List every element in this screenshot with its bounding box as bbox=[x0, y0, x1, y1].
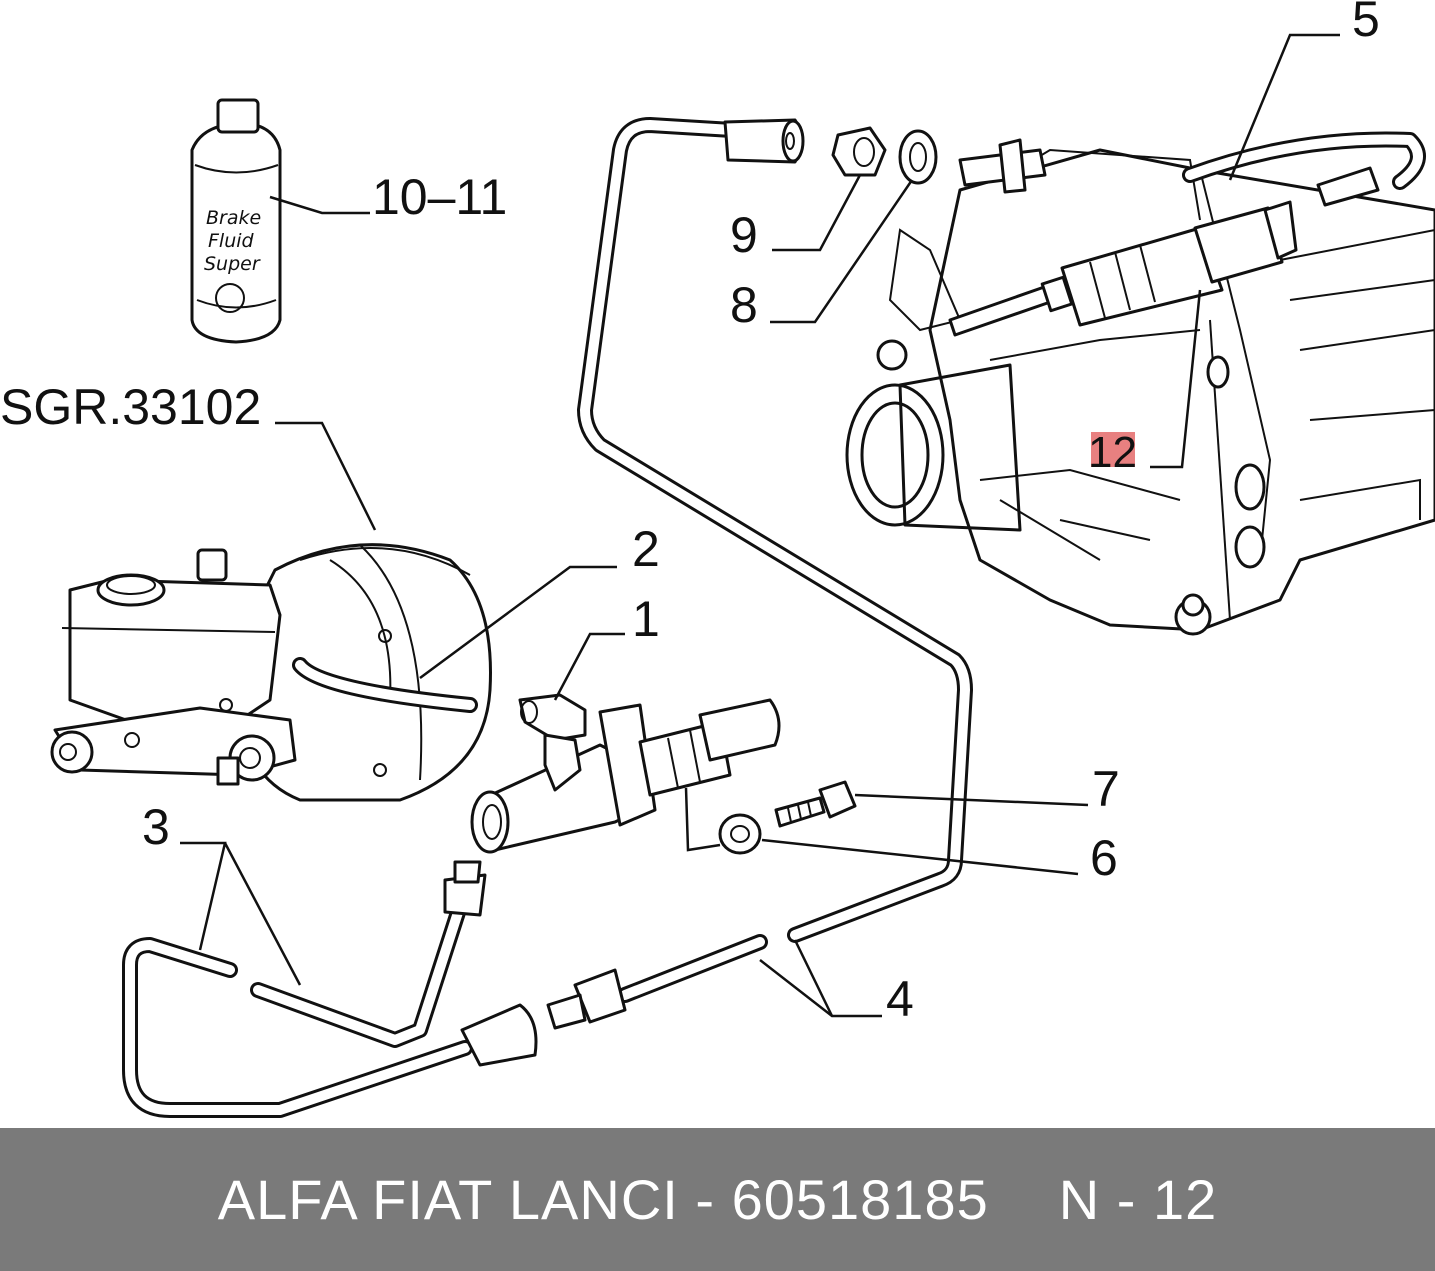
bottle-label-line3: Super bbox=[204, 253, 261, 275]
bottle-label-line2: Fluid bbox=[208, 230, 255, 252]
hydraulic-pipe-4 bbox=[546, 934, 768, 1030]
callout-4: 4 bbox=[886, 971, 914, 1027]
callout-12: 12 bbox=[1088, 428, 1137, 477]
footer-reference: N - 12 bbox=[1058, 1168, 1218, 1231]
callout-8: 8 bbox=[730, 277, 758, 333]
nut-9 bbox=[831, 126, 887, 177]
brake-booster bbox=[238, 543, 492, 802]
slave-cylinder bbox=[948, 131, 1426, 337]
hydraulic-pipe-3 bbox=[122, 860, 538, 1118]
callout-5: 5 bbox=[1352, 0, 1380, 47]
clutch-master-cylinder bbox=[470, 693, 781, 854]
callout-3: 3 bbox=[142, 799, 170, 855]
washer-6 bbox=[718, 813, 762, 855]
parts-diagram: Brake Fluid Super bbox=[0, 0, 1435, 1118]
leader-lines bbox=[180, 33, 1340, 1018]
callout-2: 2 bbox=[632, 521, 660, 577]
hydraulic-pipe-main bbox=[577, 117, 973, 943]
callout-sgr-33102: SGR.33102 bbox=[0, 379, 261, 435]
callout-10-11: 10–11 bbox=[372, 169, 507, 225]
callout-9: 9 bbox=[730, 207, 758, 263]
master-cylinder-brake bbox=[50, 548, 478, 786]
footer-part-number: ALFA FIAT LANCI - 60518185 bbox=[217, 1168, 989, 1231]
highlight-marker bbox=[1091, 432, 1135, 467]
callout-1: 1 bbox=[632, 591, 660, 647]
bolt-7 bbox=[774, 780, 857, 828]
gearbox-housing bbox=[845, 148, 1435, 636]
washer-8 bbox=[898, 129, 938, 185]
brake-fluid-bottle: Brake Fluid Super bbox=[190, 98, 282, 344]
callout-7: 7 bbox=[1092, 761, 1120, 817]
bottle-label-line1: Brake bbox=[206, 207, 261, 229]
footer-bar: ALFA FIAT LANCI - 60518185 N - 12 bbox=[0, 1128, 1435, 1271]
callout-6: 6 bbox=[1090, 830, 1118, 886]
